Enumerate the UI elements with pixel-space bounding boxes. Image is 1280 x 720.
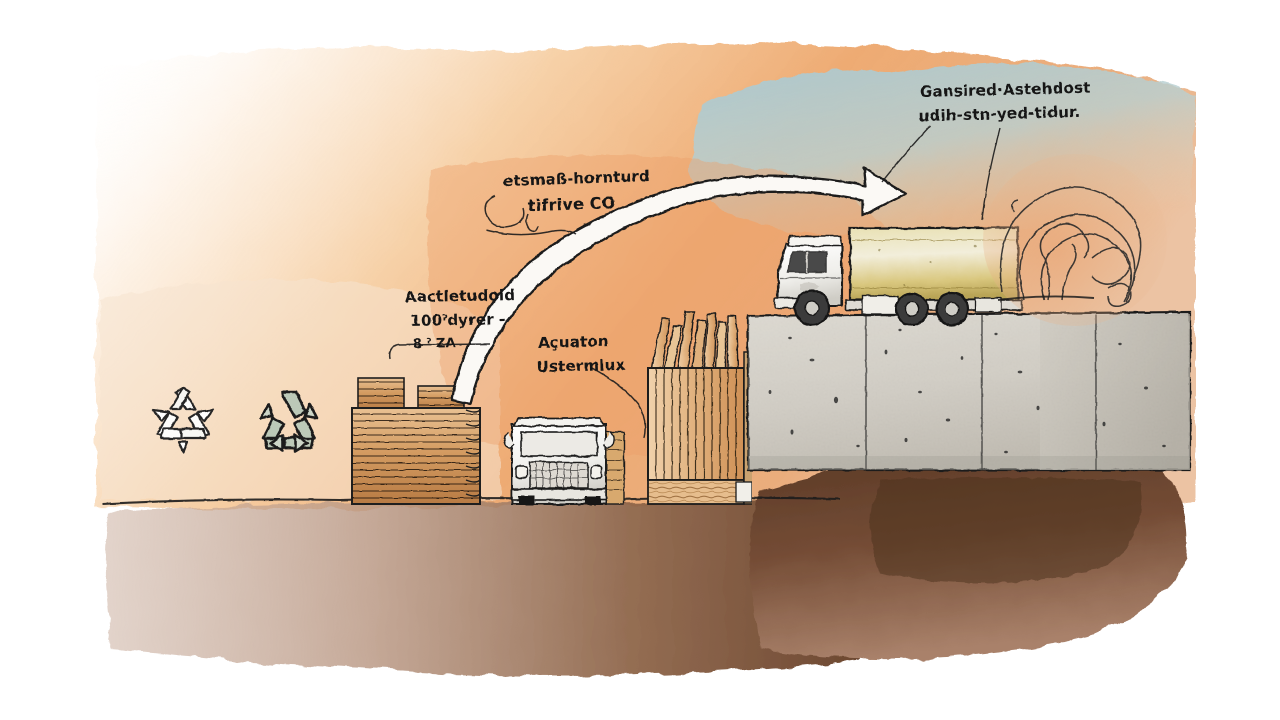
embodied-carbon-label-line1: etsmaß-hornturd (503, 167, 651, 190)
flow-arrow (450, 166, 908, 406)
annotation-layer: Gansired·Astehdost udih-stn-yed-tidur. e… (405, 79, 1091, 377)
recycle-symbol-filled (259, 390, 319, 453)
embodied-carbon-label-line2: tifrive CO (528, 193, 616, 215)
reclaimed-timber-label-line2: 100ˀdyrer - (410, 310, 506, 330)
lumber-stack (351, 377, 481, 505)
annotation-leaders (388, 125, 1001, 439)
dust-emission-label-line1: Gansired·Astehdost (920, 79, 1091, 101)
reclaimed-timber-label-line1: Aactletudoid (405, 286, 516, 306)
large-truck (773, 226, 1023, 327)
dust-cloud (983, 154, 1167, 326)
small-truck (503, 417, 625, 505)
concrete-wall (746, 310, 1192, 472)
dust-emission-label-line2: udih-stn-yed-tidur. (918, 103, 1080, 125)
recycle-symbol-outline (151, 386, 215, 454)
aggregate-label-line1: Açuaton (538, 332, 609, 352)
reclaimed-timber-label-line3: 8 ˀ ZA (413, 336, 456, 352)
aggregate-label-line2: Ustermlux (536, 356, 625, 376)
